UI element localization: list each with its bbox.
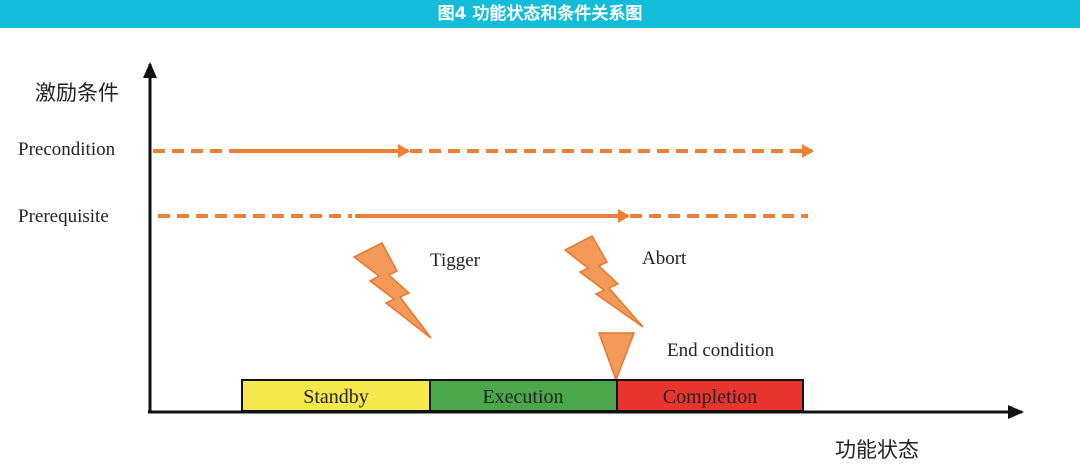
state-standby-label: Standby [303,386,369,408]
x-axis-label: 功能状态 [835,438,919,462]
state-execution-label: Execution [482,386,563,408]
abort-label: Abort [642,248,687,269]
end-condition-triangle-icon [597,332,636,383]
prerequisite-label: Prerequisite [18,206,109,227]
y-axis-label: 激励条件 [35,81,119,105]
end-condition-label: End condition [667,340,775,361]
state-completion-label: Completion [663,386,757,408]
abort-lightning-icon [563,235,644,328]
state-execution [429,379,618,412]
precondition-label: Precondition [18,139,116,160]
trigger-lightning-icon [352,242,432,339]
figure-title: 图4 功能状态和条件关系图 [0,0,1080,28]
trigger-label: Tigger [430,250,481,271]
state-standby [241,379,431,412]
state-completion [616,379,804,412]
